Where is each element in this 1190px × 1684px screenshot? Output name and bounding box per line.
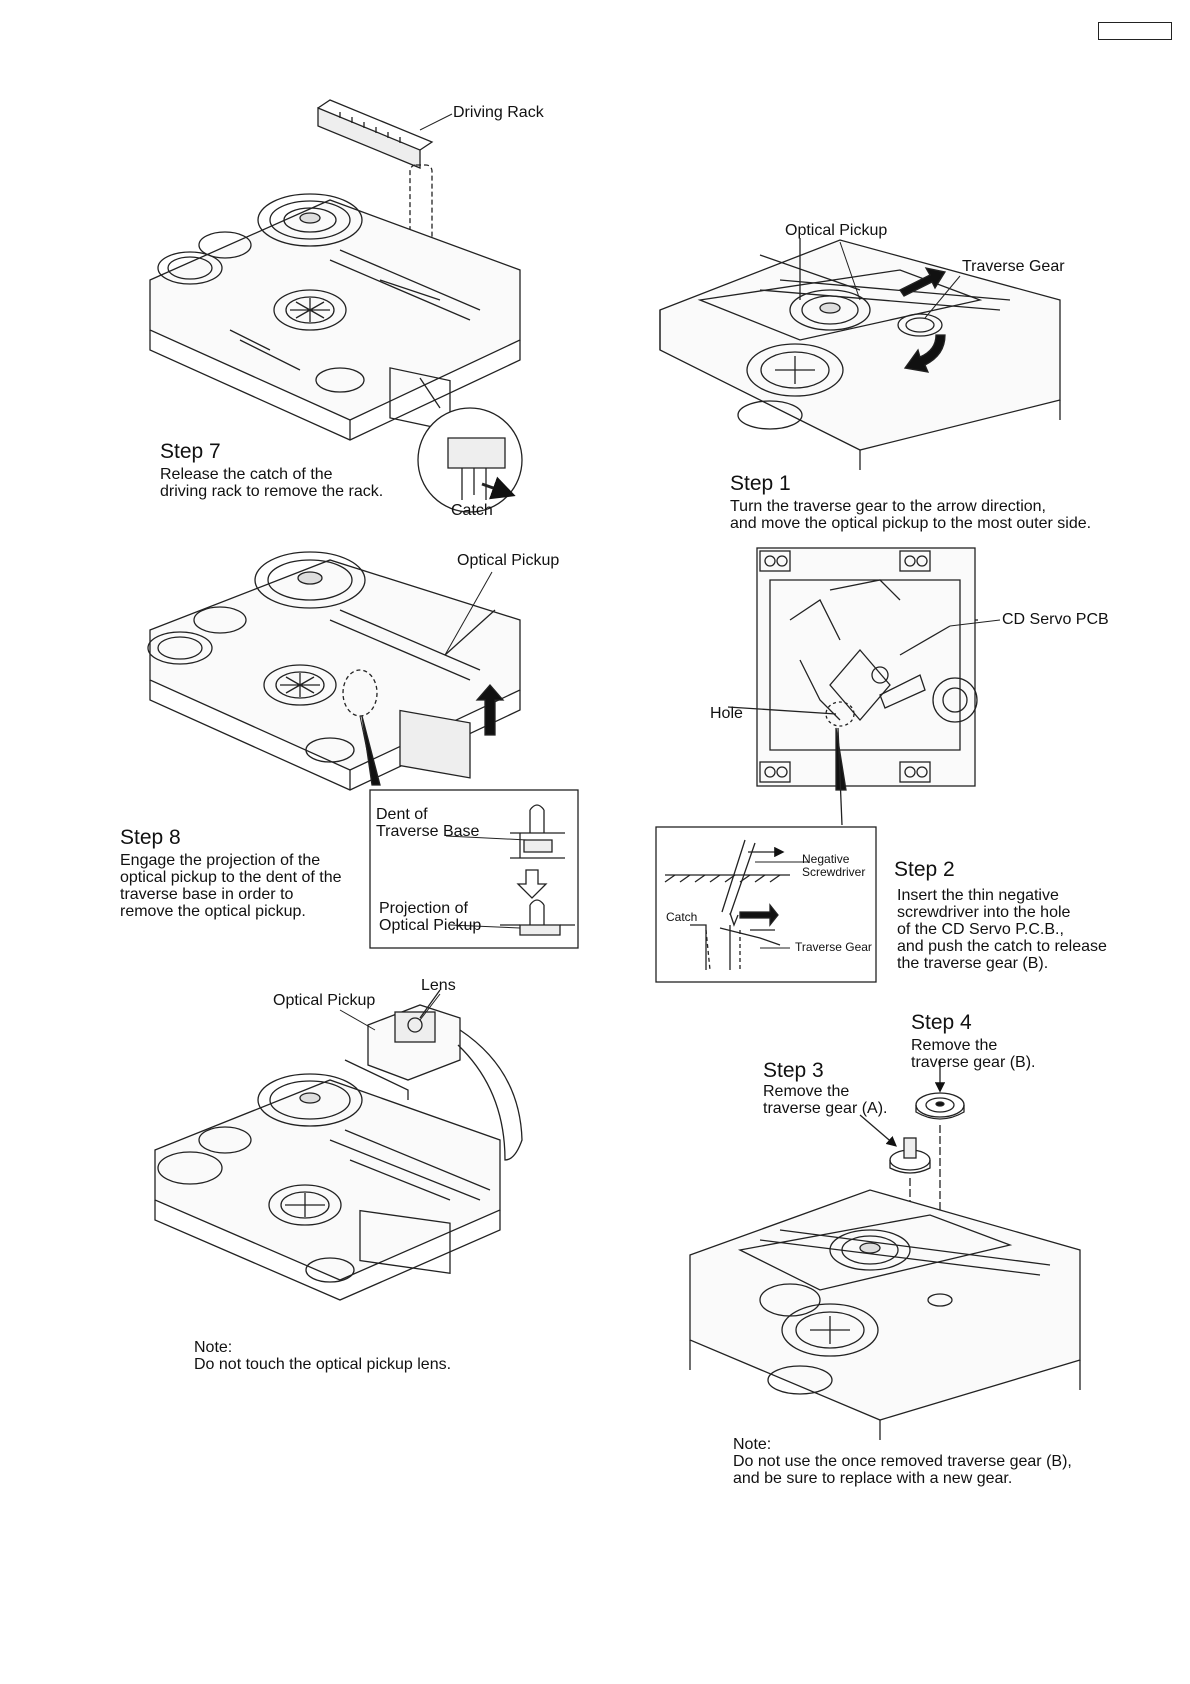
step1-text: Turn the traverse gear to the arrow dire… (730, 498, 1092, 532)
lens-note-text: Do not touch the optical pickup lens. (194, 1356, 452, 1373)
driving-rack-label: Driving Rack (453, 104, 544, 121)
projection-optical-pickup-label: Projection of Optical Pickup (379, 900, 482, 934)
step2-text: Insert the thin negative screwdriver int… (897, 887, 1107, 972)
traverse-gear-label-step1: Traverse Gear (962, 258, 1065, 275)
step7-title: Step 7 (160, 440, 221, 463)
step4-text: Remove the traverse gear (B). (911, 1037, 1036, 1071)
optical-pickup-label-step8: Optical Pickup (457, 552, 560, 569)
step3-title: Step 3 (763, 1059, 824, 1082)
step34-mechanism-drawing (689, 1060, 1081, 1440)
step4-title: Step 4 (911, 1011, 972, 1034)
optical-pickup-label-step1: Optical Pickup (785, 222, 888, 239)
traverse-gear-label-step2: Traverse Gear (795, 940, 872, 954)
lens-label: Lens (421, 977, 456, 994)
step3-text: Remove the traverse gear (A). (763, 1083, 888, 1117)
step8-inset-drawing (369, 789, 579, 949)
step1-title: Step 1 (730, 472, 791, 495)
catch-label-step2: Catch (666, 910, 698, 924)
step7-mechanism-drawing (149, 99, 523, 513)
step7-text: Release the catch of the driving rack to… (160, 466, 384, 500)
optical-pickup-label-lens: Optical Pickup (273, 992, 376, 1009)
step2-inset-drawing (655, 826, 877, 983)
negative-screwdriver-label: Negative Screwdriver (802, 852, 866, 879)
step2-title: Step 2 (894, 858, 955, 881)
step8-title: Step 8 (120, 826, 181, 849)
lens-note-title: Note: (194, 1339, 233, 1356)
gear-note-text: Do not use the once removed traverse gea… (733, 1453, 1072, 1487)
step2-pcb-drawing (727, 547, 978, 826)
hole-label: Hole (710, 705, 743, 722)
dent-traverse-base-label: Dent of Traverse Base (376, 806, 480, 840)
step8-text: Engage the projection of the optical pic… (120, 852, 342, 920)
gear-note-title: Note: (733, 1436, 772, 1453)
lens-section-drawing (154, 989, 523, 1301)
page-number-box (1098, 22, 1172, 40)
catch-label-step7: Catch (451, 502, 493, 519)
step8-mechanism-drawing (147, 551, 521, 791)
cd-servo-pcb-label: CD Servo PCB (1002, 611, 1109, 628)
